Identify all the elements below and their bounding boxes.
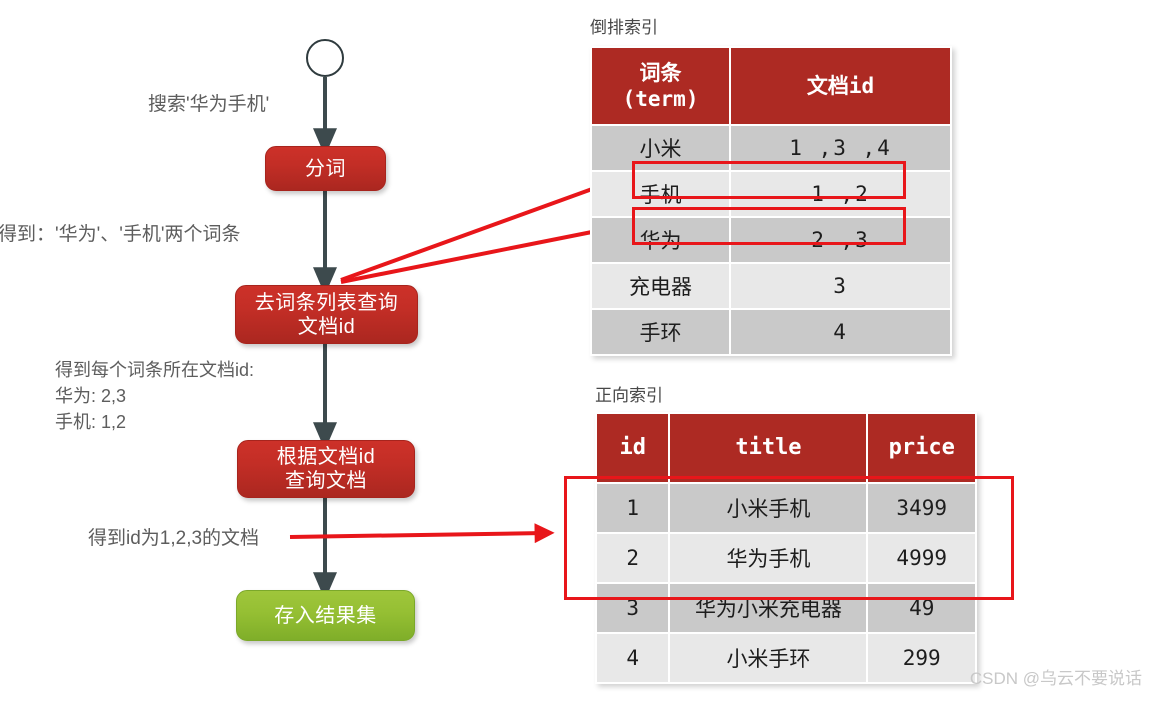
column-header-price: price [866,412,977,484]
cell-price: 299 [866,632,977,684]
column-header-docid: 文档id [729,46,952,126]
note-resulting-terms: 得到：'华为'、'手机'两个词条 [0,224,241,245]
cell-title: 小米手机 [668,482,869,534]
table-header-row: id title price [594,412,977,484]
flow-node-fenci[interactable]: 分词 [265,146,386,191]
cell-title: 华为小米充电器 [668,582,869,634]
column-header-term: 词条 (term) [589,46,732,126]
forward-index-table: id title price 1 小米手机 3499 2 华为手机 4999 3… [594,412,977,684]
red-arrow-to-huawei-row [340,219,627,284]
inverted-index-caption: 倒排索引 [590,18,658,37]
column-header-title: title [668,412,869,484]
cell-id: 4 [594,632,671,684]
watermark-text: CSDN @乌云不要说话 [969,669,1142,688]
table-row[interactable]: 手机 1 ,2 [589,170,952,218]
red-arrow-to-forward-rows [289,523,555,544]
note-result-documents: 得到id为1,2,3的文档 [88,528,260,549]
cell-term: 手环 [589,308,732,356]
cell-id: 3 [594,582,671,634]
cell-term: 手机 [589,170,732,218]
table-row[interactable]: 小米 1 ,3 ,4 [589,124,952,172]
cell-term: 充电器 [589,262,732,310]
forward-index-caption: 正向索引 [595,386,663,405]
cell-term: 华为 [589,216,732,264]
red-arrow-to-shouji-row [340,174,627,282]
table-row[interactable]: 3 华为小米充电器 49 [594,582,977,634]
flow-node-query-term-list[interactable]: 去词条列表查询 文档id [235,285,418,344]
table-row[interactable]: 1 小米手机 3499 [594,482,977,534]
flow-node-query-document[interactable]: 根据文档id 查询文档 [237,440,415,498]
flow-start-circle[interactable] [306,39,344,77]
cell-docid: 3 [729,262,952,310]
cell-term: 小米 [589,124,732,172]
table-row[interactable]: 充电器 3 [589,262,952,310]
cell-id: 2 [594,532,671,584]
note-term-docids: 得到每个词条所在文档id: 华为: 2,3 手机: 1,2 [55,360,255,433]
note-search-query: 搜索'华为手机' [148,94,270,115]
cell-title: 小米手环 [668,632,869,684]
table-header-row: 词条 (term) 文档id [589,46,952,126]
table-row[interactable]: 华为 2 ,3 [589,216,952,264]
cell-docid: 4 [729,308,952,356]
column-header-id: id [594,412,671,484]
cell-price: 4999 [866,532,977,584]
cell-price: 49 [866,582,977,634]
cell-docid: 1 ,2 [729,170,952,218]
cell-price: 3499 [866,482,977,534]
table-row[interactable]: 4 小米手环 299 [594,632,977,684]
cell-docid: 2 ,3 [729,216,952,264]
table-row[interactable]: 手环 4 [589,308,952,356]
table-row[interactable]: 2 华为手机 4999 [594,532,977,584]
flow-node-store-result[interactable]: 存入结果集 [236,590,415,641]
cell-title: 华为手机 [668,532,869,584]
inverted-index-table: 词条 (term) 文档id 小米 1 ,3 ,4 手机 1 ,2 华为 2 ,… [589,46,952,356]
cell-id: 1 [594,482,671,534]
cell-docid: 1 ,3 ,4 [729,124,952,172]
